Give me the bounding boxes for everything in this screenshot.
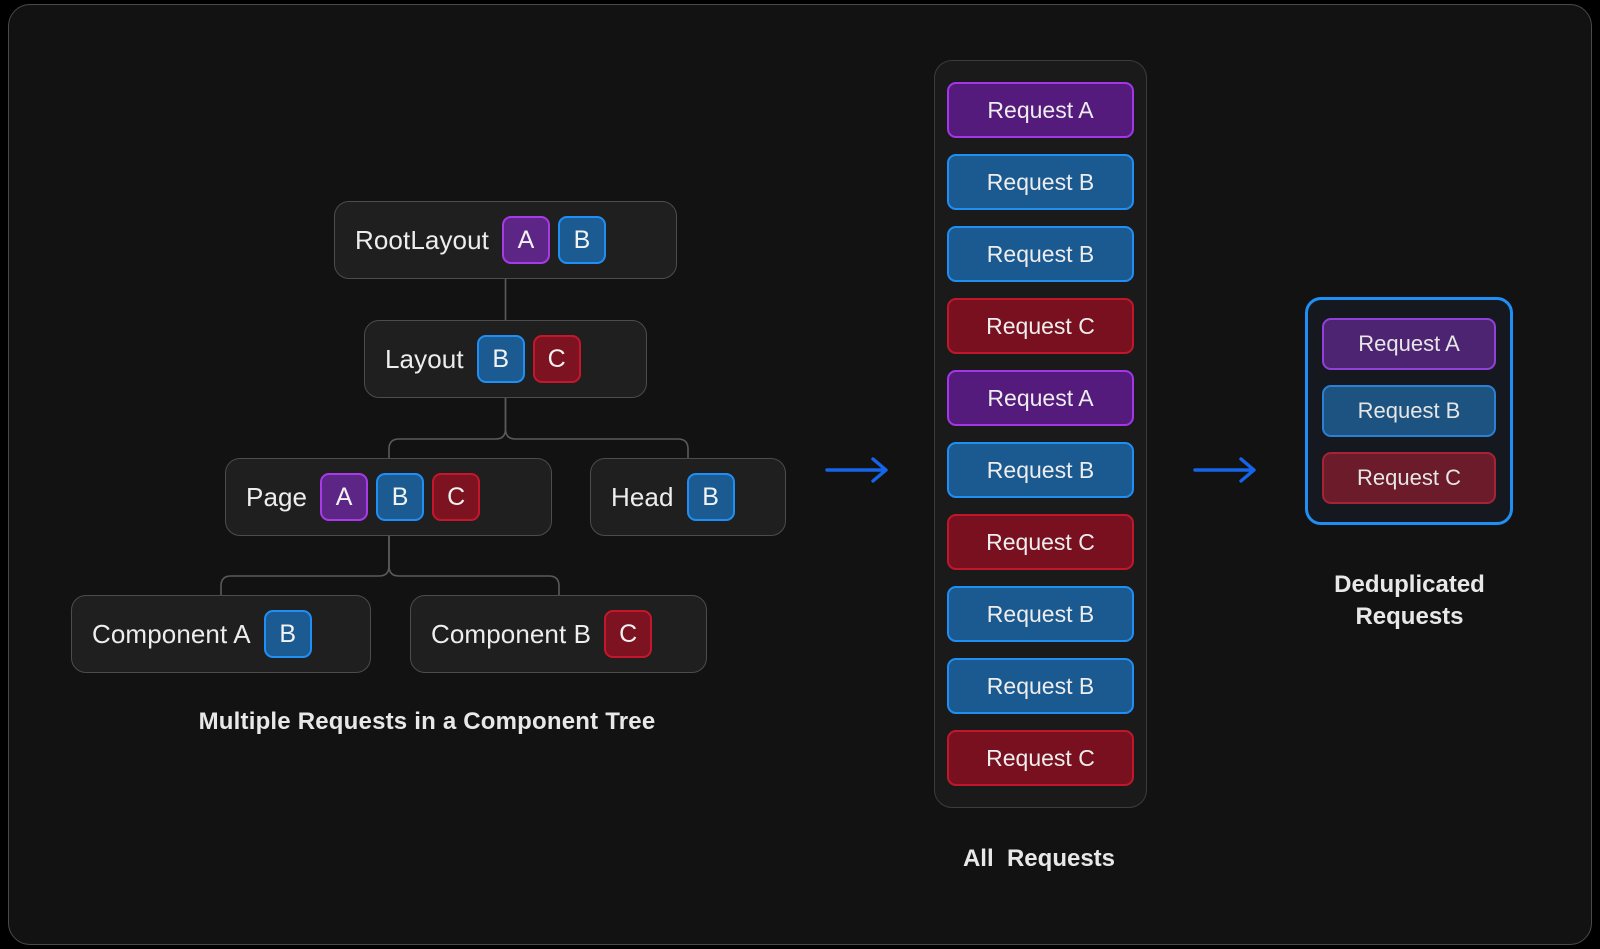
tree-node-component-a[interactable]: Component A B [71,595,371,673]
tree-node-badges: B C [476,335,581,383]
badge-b: B [376,473,425,521]
request-chip[interactable]: Request C [947,298,1134,354]
badge-a: A [501,216,550,264]
request-chip[interactable]: Request C [947,730,1134,786]
deduplicated-requests-panel: Request A Request B Request C [1305,297,1513,525]
tree-node-badges: A B [501,216,606,264]
request-chip[interactable]: Request A [947,370,1134,426]
all-requests-caption: All Requests [962,845,1116,872]
tree-node-head[interactable]: Head B [590,458,786,536]
badge-b: B [263,610,312,658]
request-chip[interactable]: Request B [947,658,1134,714]
arrow-right-icon [825,457,888,483]
tree-node-label: Page [246,481,308,512]
badge-c: C [604,610,653,658]
component-tree-caption: Multiple Requests in a Component Tree [198,708,656,735]
deduplicated-request-chip[interactable]: Request C [1322,452,1496,504]
deduplicated-caption-line-1: Deduplicated [1334,571,1485,598]
component-tree: RootLayout A B Layout B C Page A B C [9,5,829,765]
tree-node-label: Layout [385,343,464,374]
tree-node-rootlayout[interactable]: RootLayout A B [334,201,677,279]
badge-b: B [476,335,525,383]
badge-a: A [320,473,369,521]
tree-node-layout[interactable]: Layout B C [364,320,647,398]
deduplicated-caption-line-2: Requests [1355,602,1464,630]
request-chip[interactable]: Request B [947,154,1134,210]
deduplicated-requests-caption: Deduplicated Requests [1267,569,1552,632]
request-chip[interactable]: Request A [947,82,1134,138]
arrow-right-icon [1193,457,1256,483]
tree-node-label: Component B [431,618,592,649]
request-chip[interactable]: Request B [947,442,1134,498]
tree-node-badges: A B C [320,473,481,521]
request-chip[interactable]: Request B [947,586,1134,642]
tree-node-badges: B [686,473,735,521]
tree-node-badges: C [604,610,653,658]
request-chip[interactable]: Request C [947,514,1134,570]
badge-b: B [557,216,606,264]
badge-c: C [532,335,581,383]
tree-node-label: Component A [92,618,251,649]
diagram-frame: RootLayout A B Layout B C Page A B C [8,4,1592,945]
tree-node-label: Head [611,481,674,512]
badge-b: B [686,473,735,521]
deduplicated-request-chip[interactable]: Request A [1322,318,1496,370]
tree-node-component-b[interactable]: Component B C [410,595,707,673]
request-chip[interactable]: Request B [947,226,1134,282]
all-requests-panel: Request A Request B Request B Request C … [934,60,1147,808]
tree-node-badges: B [263,610,312,658]
tree-node-page[interactable]: Page A B C [225,458,552,536]
deduplicated-request-chip[interactable]: Request B [1322,385,1496,437]
tree-node-label: RootLayout [355,224,489,255]
badge-c: C [432,473,481,521]
